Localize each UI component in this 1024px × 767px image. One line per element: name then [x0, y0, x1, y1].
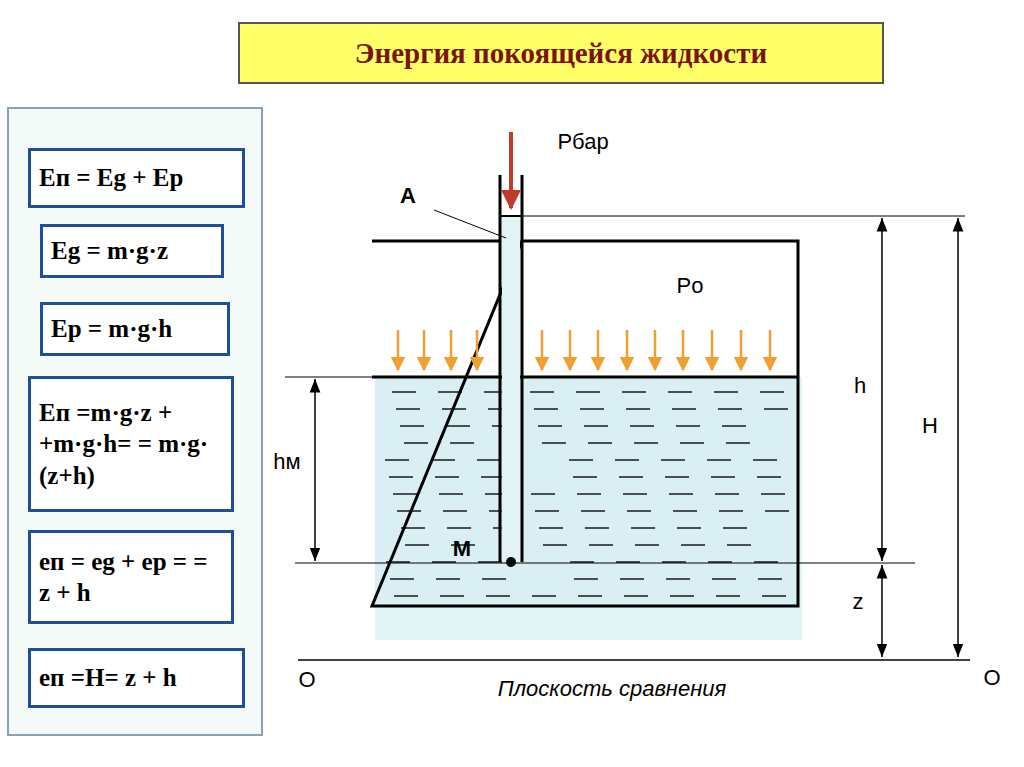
formula-box: Eп =m·g·z + +m·g·h= = m·g· (z+h) [28, 376, 234, 512]
tank-wall [372, 241, 798, 606]
liquid-surface [372, 376, 798, 379]
dimension-label: H [922, 413, 938, 439]
extension-lines [285, 216, 965, 563]
formula-text: Ep = m·g·h [51, 313, 172, 344]
dimension-label: hм [273, 449, 300, 475]
formula-text: eп = eg + ep = = z + h [39, 546, 223, 609]
comparison-plane [298, 659, 970, 661]
point-label: A [400, 183, 416, 209]
formula-box: Ep = m·g·h [40, 302, 230, 356]
slide-title: Энергия покоящейся жидкости [355, 37, 767, 70]
formula-box: eп =H= z + h [28, 648, 245, 708]
liquid [375, 377, 802, 640]
pressure-label: Pо [677, 273, 704, 299]
plane-label: O [298, 667, 315, 693]
formula-text: eп =H= z + h [39, 662, 177, 693]
tube-liquid [502, 216, 520, 562]
liquid-tank [375, 377, 796, 605]
liquid-hatching [385, 330, 789, 596]
point-m [506, 557, 516, 567]
barometric-arrow [509, 132, 513, 208]
pressure-arrows [398, 330, 770, 370]
formula-text: Eп =m·g·z + +m·g·h= = m·g· (z+h) [39, 397, 223, 491]
formula-text: Eg = m·g·z [51, 235, 168, 266]
formula-box: Eп = Eg + Ep [28, 148, 245, 208]
plane-caption: Плоскость сравнения [498, 676, 727, 702]
dimension-label: z [853, 589, 864, 615]
point-label: M [453, 536, 471, 562]
pressure-label: Pбар [557, 129, 608, 155]
dimension-lines [315, 218, 958, 657]
dimension-label: h [854, 373, 866, 399]
formula-box: Eg = m·g·z [40, 224, 224, 278]
piezometer-tube [500, 175, 522, 562]
plane-label: O [983, 665, 1000, 691]
formula-text: Eп = Eg + Ep [39, 162, 183, 193]
formula-panel [8, 108, 262, 735]
formula-box: eп = eg + ep = = z + h [28, 530, 234, 624]
title-box: Энергия покоящейся жидкости [238, 22, 884, 84]
leader-line [434, 210, 506, 238]
tube-level [500, 215, 522, 217]
